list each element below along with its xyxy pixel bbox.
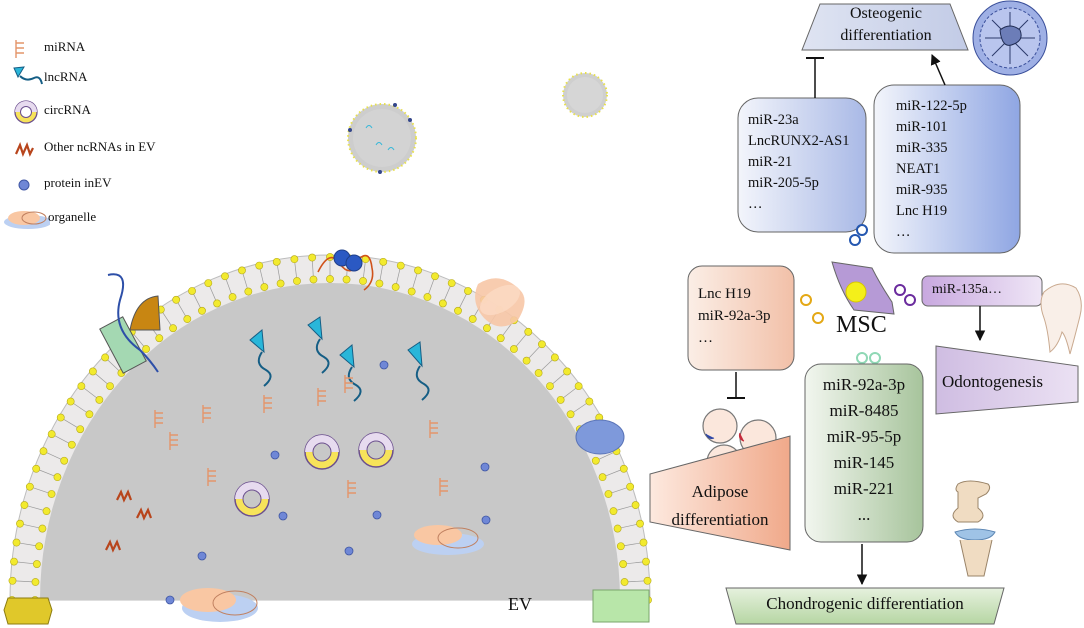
odontogenic-promoter-box: [921, 275, 1043, 307]
membrane-protein-top: [317, 249, 374, 291]
membrane-protein-left: [99, 273, 161, 374]
list-item: miR-92a-3p: [698, 308, 771, 324]
legend-label-mirna: miRNA: [44, 39, 86, 54]
adipose-title: Adipose differentiation: [656, 478, 784, 534]
organelle-2: [412, 525, 484, 555]
list-item: ...: [857, 505, 871, 524]
legend-label-organelle: organelle: [48, 209, 97, 224]
list-item: miR-122-5p: [896, 98, 967, 114]
legend: miRNA lncRNA circRNA Other ncRNAs in EV …: [0, 0, 260, 250]
chondrogenic-title-box: [725, 587, 1005, 625]
legend-item-lncrna: lncRNA: [0, 66, 260, 92]
chondrogenic-promoter-box: [804, 363, 924, 543]
lncrna-cluster: [249, 316, 430, 402]
adipose-title-line2: differentiation: [671, 510, 769, 529]
bone-cell-icon: [972, 0, 1048, 76]
other-ncrna-cluster: [105, 489, 153, 553]
list-item: Lnc H19: [698, 286, 751, 302]
small-ev-large: [347, 103, 417, 174]
ev-label: EV: [508, 594, 532, 614]
msc-cell-icon: [831, 261, 895, 315]
organelle-icon: [4, 211, 50, 229]
membrane-base-right: [592, 589, 650, 623]
list-item: miR-101: [896, 119, 948, 135]
legend-item-circrna: circRNA: [0, 99, 260, 125]
list-item: …: [748, 196, 763, 212]
small-ev-small: [562, 72, 608, 118]
odontogenesis-title: Odontogenesis: [942, 372, 1044, 391]
legend-item-mirna: miRNA: [0, 36, 260, 62]
membrane-organelle-top-right: [475, 278, 525, 327]
circrna-cluster: [234, 432, 394, 517]
list-item: miR-205-5p: [748, 175, 819, 191]
list-item: miR-221: [833, 479, 895, 498]
circrna-icon: [14, 100, 38, 124]
msc-label: MSC: [836, 312, 887, 338]
list-item: miR-145: [833, 453, 895, 472]
osteogenic-title: Osteogenic differentiation: [826, 3, 946, 47]
ev-rings-chondro: [856, 352, 881, 364]
list-item: …: [698, 330, 713, 346]
osteogenic-promote-arrow: [930, 54, 946, 86]
osteogenic-promoter-box: [873, 84, 1021, 254]
osteogenic-title-box: [801, 3, 969, 51]
ev-vesicle: [8, 253, 652, 604]
chondrogenic-title: Chondrogenic differentiation: [766, 594, 964, 613]
list-item: miR-21: [748, 154, 793, 170]
knee-joint-icon: [952, 480, 996, 577]
list-item: NEAT1: [896, 161, 941, 177]
adipose-inhibitor-box: [687, 265, 795, 371]
membrane-base-left: [3, 597, 53, 625]
list-item: …: [896, 224, 911, 240]
lipid-heads: [8, 253, 652, 604]
protein-cluster: [165, 360, 491, 605]
list-item: Lnc H19: [896, 203, 948, 219]
protein-icon: [18, 179, 30, 191]
tooth-icon: [1040, 283, 1082, 355]
odontogenesis-title-box: [935, 345, 1079, 415]
legend-label-lncrna: lncRNA: [44, 69, 88, 84]
list-item: miR-335: [896, 140, 948, 156]
lncrna-icon: [13, 66, 43, 85]
osteogenic-title-line2: differentiation: [840, 27, 932, 44]
adipose-title-line1: Adipose: [691, 482, 749, 501]
legend-item-other-ncrna: Other ncRNAs in EV: [0, 136, 260, 162]
list-item: miR-935: [896, 182, 948, 198]
legend-label-other-ncrna: Other ncRNAs in EV: [44, 139, 156, 154]
chondrogenic-promoter-list: miR-92a-3p miR-8485 miR-95-5p miR-145 miR-22…: [805, 372, 923, 528]
mirna-cluster: [154, 375, 448, 498]
odontogenic-promoter: miR-135a…: [932, 282, 1002, 297]
list-item: miR-8485: [829, 401, 899, 420]
legend-label-circrna: circRNA: [44, 102, 91, 117]
other-ncrna-icon: [14, 141, 34, 158]
adipose-inhibitor-list: Lnc H19 miR-92a-3p …: [698, 283, 771, 349]
ev-rings-odonto: [894, 284, 916, 306]
organelle-1: [180, 588, 258, 622]
list-item: miR-92a-3p: [822, 375, 906, 394]
osteogenic-inhibitor-box: [737, 97, 867, 233]
list-item: LncRUNX2-AS1: [748, 133, 850, 149]
osteogenic-title-line1: Osteogenic: [850, 5, 922, 22]
ev-rings-adipo: [800, 294, 824, 324]
legend-item-protein: protein inEV: [0, 172, 260, 198]
legend-label-protein: protein inEV: [44, 175, 112, 190]
mirna-icon: [15, 40, 24, 58]
ev-rings-osteo: [849, 224, 868, 246]
membrane-protein-right: [575, 419, 625, 455]
list-item: miR-95-5p: [826, 427, 902, 446]
adipose-title-box: [649, 435, 791, 551]
list-item: miR-23a: [748, 112, 799, 128]
legend-item-organelle: organelle: [0, 206, 260, 232]
